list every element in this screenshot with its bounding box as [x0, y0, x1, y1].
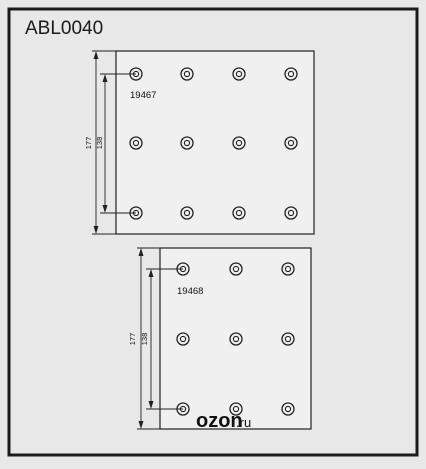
- rivet-hole: [229, 332, 243, 346]
- product-code-title: ABL0040: [25, 18, 104, 39]
- pad-upper-outline: [115, 50, 315, 235]
- rivet-hole: [180, 136, 194, 150]
- arrow-head: [102, 74, 108, 82]
- rivet-hole: [229, 402, 243, 416]
- rivet-hole: [281, 332, 295, 346]
- pad-upper: 19467 177 138: [84, 50, 315, 235]
- rivet-hole: [229, 262, 243, 276]
- rivet-hole: [232, 67, 246, 81]
- watermark: ozon .ru: [196, 410, 251, 432]
- pad-upper-overall-height: 177: [84, 137, 93, 150]
- pad-lower-overall-height: 177: [128, 333, 137, 346]
- watermark-text: ozon: [196, 410, 243, 432]
- rivet-hole: [281, 402, 295, 416]
- pad-lower: 19468 177 138: [128, 247, 312, 430]
- rivet-hole: [284, 136, 298, 150]
- pad-lower-hole-span: 138: [140, 333, 149, 346]
- rivet-hole: [232, 206, 246, 220]
- pad-upper-hole-span: 138: [95, 137, 104, 150]
- watermark-suffix: .ru: [236, 415, 251, 430]
- rivet-hole: [129, 136, 143, 150]
- arrow-head: [148, 269, 154, 277]
- arrow-head: [138, 421, 144, 429]
- pad-upper-part-number: 19467: [130, 90, 156, 101]
- arrow-head: [148, 401, 154, 409]
- arrow-head: [93, 51, 99, 59]
- arrow-head: [102, 205, 108, 213]
- rivet-hole: [176, 332, 190, 346]
- rivet-hole: [284, 206, 298, 220]
- rivet-hole: [284, 67, 298, 81]
- pad-lower-part-number: 19468: [177, 286, 203, 297]
- outer-frame: [7, 7, 419, 457]
- rivet-hole: [180, 206, 194, 220]
- rivet-hole: [180, 67, 194, 81]
- pad-lower-holes: [176, 262, 295, 416]
- arrow-head: [93, 226, 99, 234]
- rivet-hole: [232, 136, 246, 150]
- pad-lower-dimensions: [137, 247, 183, 430]
- arrow-head: [138, 248, 144, 256]
- rivet-hole: [281, 262, 295, 276]
- pad-upper-dimensions: [92, 50, 136, 235]
